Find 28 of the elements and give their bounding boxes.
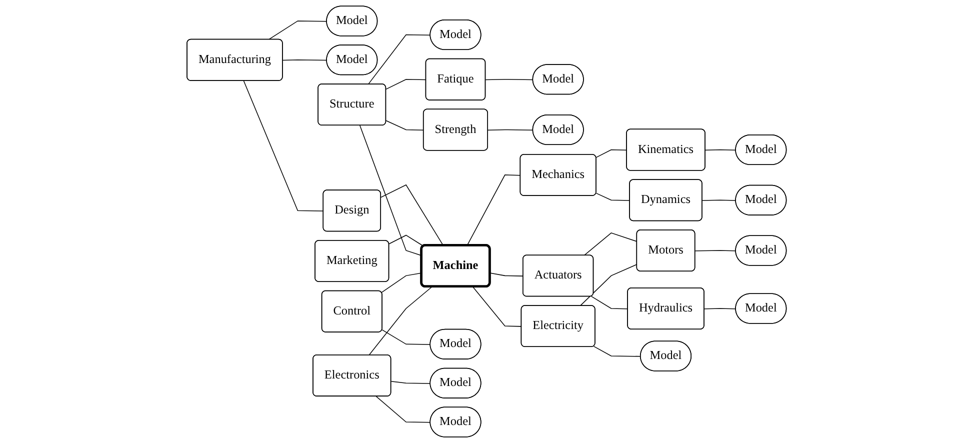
connector — [282, 60, 328, 61]
connector — [490, 272, 524, 276]
connector — [488, 129, 534, 130]
connector — [580, 264, 638, 306]
connector — [386, 78, 427, 90]
connector — [596, 192, 631, 201]
connector — [695, 250, 737, 252]
connector — [368, 34, 432, 85]
connector — [472, 286, 522, 327]
connector — [360, 125, 422, 256]
connector — [380, 184, 444, 246]
connector — [486, 78, 534, 80]
connector — [386, 120, 424, 130]
connector — [594, 346, 642, 357]
connector — [268, 20, 328, 40]
connector — [467, 174, 522, 246]
connector — [382, 329, 432, 345]
connector — [596, 149, 628, 158]
connector — [584, 232, 638, 256]
connector — [376, 396, 432, 423]
connector — [244, 80, 324, 212]
connector — [368, 286, 433, 356]
connector — [381, 272, 422, 293]
connector — [591, 296, 629, 310]
connector — [705, 149, 737, 151]
connector — [704, 308, 737, 310]
connector — [391, 380, 432, 384]
connector — [702, 200, 737, 201]
